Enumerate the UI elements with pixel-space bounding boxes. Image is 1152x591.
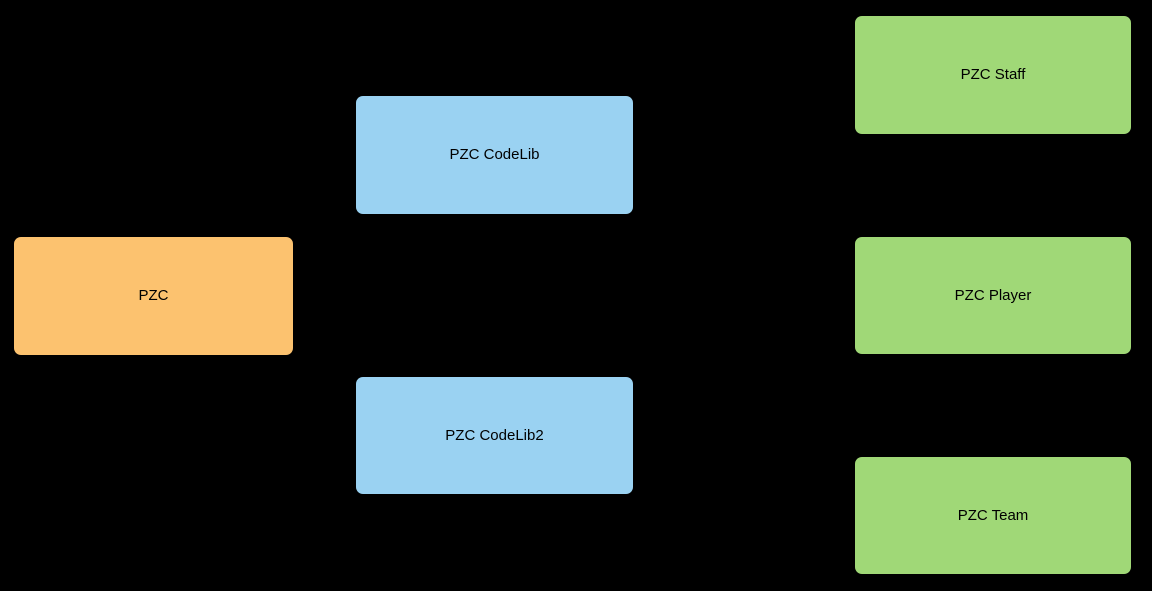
node-pzc-team[interactable]: PZC Team xyxy=(855,457,1131,574)
node-label: PZC CodeLib2 xyxy=(445,426,544,444)
node-pzc-codelib[interactable]: PZC CodeLib xyxy=(356,96,633,214)
node-pzc-player[interactable]: PZC Player xyxy=(855,237,1131,354)
node-pzc-staff[interactable]: PZC Staff xyxy=(855,16,1131,134)
node-label: PZC Team xyxy=(957,506,1029,524)
node-pzc-codelib2[interactable]: PZC CodeLib2 xyxy=(356,377,633,494)
node-label: PZC Player xyxy=(954,286,1032,304)
node-pzc[interactable]: PZC xyxy=(14,237,293,355)
node-label: PZC Staff xyxy=(960,66,1026,83)
node-label: PZC CodeLib xyxy=(449,146,540,163)
node-label: PZC xyxy=(138,287,169,304)
